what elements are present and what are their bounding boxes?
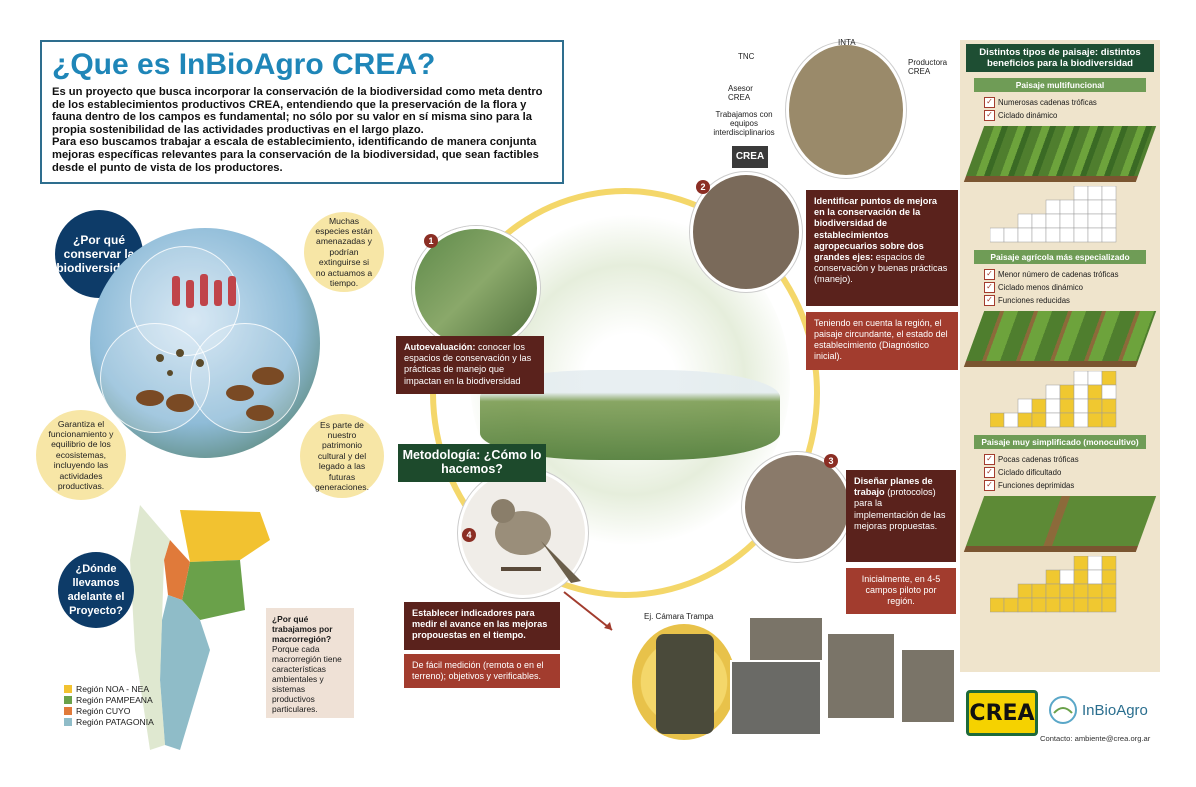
label-interdisciplinary: Trabajamos con equipos interdisciplinari…	[713, 110, 775, 137]
map-legend: Región NOA - NEA Región PAMPEANA Región …	[64, 684, 154, 728]
step3-note-text: Inicialmente, en 4-5 campos piloto por r…	[861, 574, 941, 606]
step2-meeting-photo	[690, 172, 802, 292]
inbioagro-emblem-icon	[1049, 696, 1077, 724]
why-conserve-circle: ¿Por qué conservar la biodiversidad?	[55, 210, 143, 298]
checklist-item: Ciclado menos dinámico	[960, 281, 1160, 294]
step3-box: Diseñar planes de trabajo (protocolos) p…	[846, 470, 956, 562]
step2-text: espacios de conservación y buenas prácti…	[814, 252, 948, 285]
camera-photo-3	[900, 648, 956, 724]
section-title: Paisaje muy simplificado (monocultivo)	[974, 435, 1146, 449]
arrow-to-camera	[563, 591, 613, 631]
step3-number: 3	[824, 454, 838, 468]
step2-box: Identificar puntos de mejora en la conse…	[806, 190, 958, 306]
legend-item: Región PATAGONIA	[64, 717, 154, 728]
checklist-item: Ciclado dinámico	[960, 109, 1160, 122]
intro-box: ¿Que es InBioAgro CREA? Es un proyecto q…	[40, 40, 564, 184]
step1-text: conocer los espacios de conservación y l…	[404, 342, 532, 386]
trophic-pyramid-3	[990, 556, 1117, 613]
step4-number: 4	[462, 528, 476, 542]
legend-item: Región CUYO	[64, 706, 154, 717]
step2-number: 2	[696, 180, 710, 194]
bubble-cultural-heritage: Es parte de nuestro patrimonio cultural …	[300, 414, 384, 498]
region-cuyo	[164, 540, 190, 600]
checklist-item: Funciones deprimidas	[960, 479, 1160, 492]
camera-label: Ej. Cámara Trampa	[644, 612, 714, 621]
step4-title: Establecer indicadores para medir el ava…	[412, 608, 548, 641]
section-title: Paisaje agrícola más especializado	[974, 250, 1146, 264]
section-multifunctional: Paisaje multifuncional Numerosas cadenas…	[960, 78, 1160, 246]
region-noa-nea	[180, 510, 270, 562]
macroregion-title: ¿Por qué trabajamos por macrorregión?	[272, 614, 333, 644]
bubble-cultural-text: Es parte de nuestro patrimonio cultural …	[315, 419, 369, 493]
bird-illustration	[491, 499, 581, 583]
region-pampeana	[182, 560, 245, 620]
checklist-item: Funciones reducidas	[960, 294, 1160, 307]
legend-item: Región NOA - NEA	[64, 684, 154, 695]
step4-note-text: De fácil medición (remota o en el terren…	[412, 660, 544, 681]
macroregion-note: ¿Por qué trabajamos por macrorregión? Po…	[266, 608, 354, 718]
step2-note-text: Teniendo en cuenta la región, el paisaje…	[814, 318, 948, 361]
trophic-pyramid-1	[990, 186, 1117, 243]
biodiversity-globe	[90, 228, 320, 458]
crea-sign: CREA	[732, 146, 768, 168]
inbioagro-logo: InBioAgro	[1048, 690, 1158, 730]
camera-trap-icon	[656, 634, 714, 734]
step2-note: Teniendo en cuenta la región, el paisaje…	[806, 312, 958, 370]
section-monoculture: Paisaje muy simplificado (monocultivo) P…	[960, 435, 1160, 616]
step2-title: Identificar puntos de mejora en la conse…	[814, 196, 938, 263]
trophic-pyramid-2	[990, 371, 1117, 428]
landscape-panel: Distintos tipos de paisaje: distintos be…	[960, 40, 1160, 672]
globe-illustration	[136, 274, 284, 421]
where-project-text: ¿Dónde llevamos adelante el Proyecto?	[67, 563, 125, 617]
label-productora: Productora CREA	[908, 58, 948, 76]
intro-paragraph-2: Para eso buscamos trabajar a escala de e…	[52, 136, 539, 174]
bubble-ecosystem-text: Garantiza el funcionamiento y equilibrio…	[48, 418, 114, 492]
step4-note: De fácil medición (remota o en el terren…	[404, 654, 560, 688]
methodology-label: Metodología: ¿Cómo lo hacemos?	[398, 444, 546, 482]
panel-title: Distintos tipos de paisaje: distintos be…	[966, 44, 1154, 72]
camera-photo-4	[730, 660, 822, 736]
step4-box: Establecer indicadores para medir el ava…	[404, 602, 560, 650]
checklist-item: Ciclado dificultado	[960, 466, 1160, 479]
step3-note: Inicialmente, en 4-5 campos piloto por r…	[846, 568, 956, 614]
macroregion-text: Porque cada macrorregión tiene caracterí…	[272, 644, 342, 714]
step3-title: Diseñar planes de trabajo	[854, 476, 933, 498]
inbioagro-text: InBioAgro	[1082, 701, 1148, 719]
intro-paragraph-1: Es un proyecto que busca incorporar la c…	[52, 86, 543, 136]
step4-bird-photo	[458, 468, 588, 598]
bubble-ecosystem-balance: Garantiza el funcionamiento y equilibrio…	[36, 410, 126, 500]
bubble-threatened-species: Muchas especies están amenazadas y podrí…	[304, 212, 384, 292]
step1-title: Autoevaluación:	[404, 342, 476, 352]
landscape-illustration-1	[963, 126, 1157, 182]
region-patagonia	[160, 595, 210, 750]
where-project-circle: ¿Dónde llevamos adelante el Proyecto?	[58, 552, 134, 628]
step1-number: 1	[424, 234, 438, 248]
step1-box: Autoevaluación: conocer los espacios de …	[396, 336, 544, 394]
contact-email[interactable]: Contacto: ambiente@crea.org.ar	[1040, 734, 1151, 743]
neighbor-country	[130, 505, 170, 750]
step3-text: (protocolos) para la implementación de l…	[854, 487, 946, 531]
crea-logo: CREA	[966, 690, 1038, 736]
label-tnc: TNC	[738, 52, 755, 61]
argentina-region-map	[130, 505, 270, 750]
checklist-item: Pocas cadenas tróficas	[960, 453, 1160, 466]
checklist-item: Menor número de cadenas tróficas	[960, 268, 1160, 281]
section-title: Paisaje multifuncional	[974, 78, 1146, 92]
legend-item: Región PAMPEANA	[64, 695, 154, 706]
camera-photo-2	[826, 632, 896, 720]
label-asesor: Asesor CREA	[728, 84, 753, 102]
section-specialized: Paisaje agrícola más especializado Menor…	[960, 250, 1160, 431]
bubble-threatened-text: Muchas especies están amenazadas y podrí…	[315, 215, 373, 289]
team-photo	[786, 42, 906, 178]
landscape-illustration-2	[963, 311, 1157, 367]
checklist-item: Numerosas cadenas tróficas	[960, 96, 1160, 109]
label-inta: INTA	[838, 38, 856, 47]
page-title: ¿Que es InBioAgro CREA?	[52, 48, 436, 81]
step3-workplan-photo	[742, 452, 852, 562]
landscape-illustration-3	[963, 496, 1157, 552]
